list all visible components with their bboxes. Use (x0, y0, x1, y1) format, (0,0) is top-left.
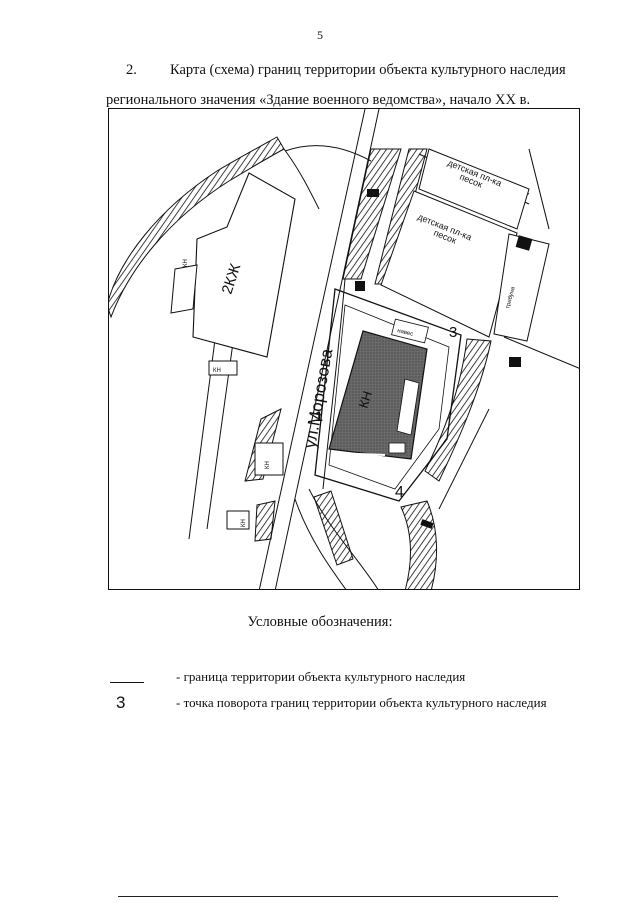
heading-number: 2. (126, 62, 137, 78)
slope-south-small (254, 500, 276, 542)
building-2kzh-annex (170, 264, 198, 314)
kn-small-2: КН (265, 461, 271, 469)
territory-map: ул.Морозова 2КЖ КН детская пл-ка песок д… (108, 108, 580, 590)
turn-point-symbol: 3 (116, 693, 126, 712)
playground-block-1 (418, 148, 530, 230)
building-label-kn: КН (356, 389, 376, 410)
road-line-7 (294, 498, 347, 589)
building-2kzh (192, 172, 296, 358)
marker-5 (388, 442, 406, 454)
canopy-label: навес (397, 328, 414, 338)
road-line-6 (308, 488, 379, 589)
kn-box-west-2 (254, 442, 284, 476)
road-line-1 (258, 109, 366, 589)
kn-small-1: КН (213, 368, 221, 374)
road-line-13 (283, 148, 320, 210)
boundary-point-3: 3 (449, 324, 457, 341)
road-line-11 (503, 336, 579, 369)
street-label: ул.Морозова (300, 347, 336, 450)
tribune-label: трибуна (505, 286, 517, 310)
road-line-5 (322, 278, 346, 490)
boundary-point-4: 4 (395, 484, 404, 501)
road-line-2 (274, 109, 380, 589)
boundary-line-symbol (110, 676, 144, 683)
road-line-14 (284, 145, 372, 162)
heading-line-1: Карта (схема) границ территории объекта … (170, 62, 566, 78)
slope-northwest (109, 136, 285, 319)
marker-4 (420, 519, 434, 529)
kn-box-west (208, 360, 238, 376)
heading-line-2: регионального значения «Здание военного … (106, 92, 531, 108)
playground-block-2 (380, 190, 518, 338)
marker-2 (355, 281, 365, 291)
road-line-4 (206, 313, 238, 530)
page-number: 5 (317, 28, 323, 42)
main-building-courtyard (396, 378, 420, 436)
kn-small-3: КН (241, 519, 247, 527)
road-line-12 (438, 408, 490, 510)
canopy-box (391, 318, 429, 344)
legend-item-turn-point-text: - точка поворота границ территории объек… (176, 695, 547, 710)
document-heading: 2. Карта (схема) границ территории объект… (106, 55, 602, 115)
slope-north-street-1 (342, 148, 402, 280)
road-line-3 (188, 308, 220, 540)
map-drawing: ул.Морозова 2КЖ КН детская пл-ка песок д… (109, 109, 579, 589)
legend-item-boundary-text: - граница территории объекта культурного… (176, 669, 466, 684)
kn-box-southwest (226, 510, 250, 530)
kn-small-4: КН (183, 259, 189, 267)
heritage-boundary (314, 288, 462, 502)
tribune-block (493, 233, 550, 342)
legend-title: Условные обозначения: (247, 614, 393, 630)
road-line-10 (528, 148, 550, 230)
boundary-point-1: 1 (315, 408, 323, 424)
marker-3 (509, 357, 521, 367)
marker-1 (367, 189, 379, 197)
main-building-edge (332, 452, 386, 456)
slope-southeast (400, 500, 438, 589)
tribune-mark (515, 235, 533, 251)
footer-rule (118, 896, 558, 897)
